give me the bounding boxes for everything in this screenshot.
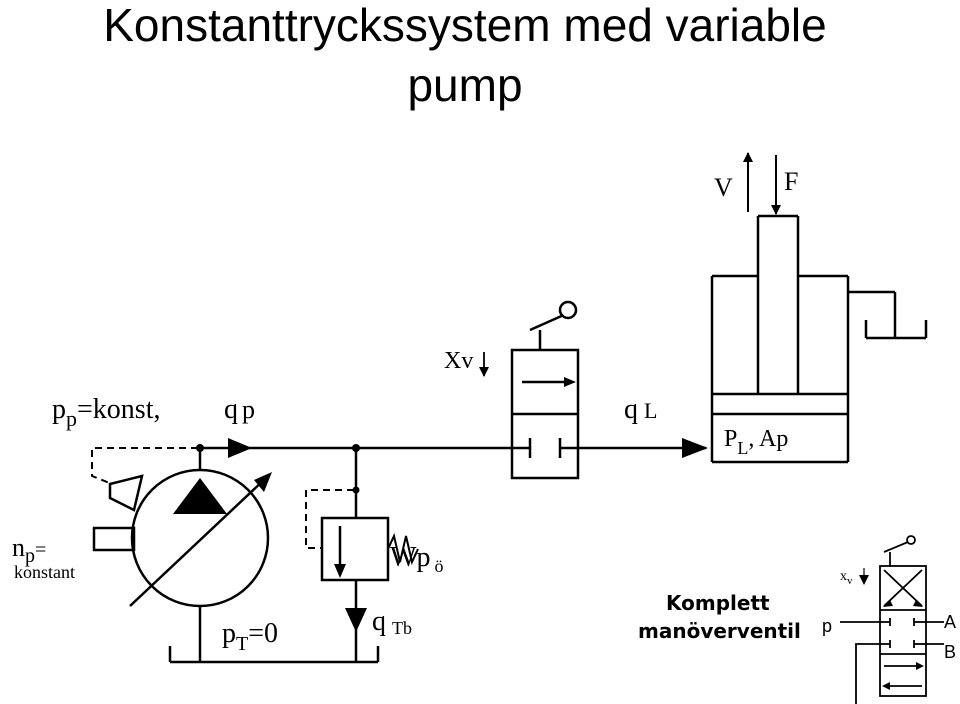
relief-valve-arrow-head (334, 564, 346, 578)
label-qtb-q: q (372, 606, 386, 637)
label-pl-sub: L (737, 438, 748, 458)
complete-valve-arrow-2 (882, 682, 890, 690)
complete-valve-arrow-3 (913, 600, 923, 607)
label-ql-sub: L (644, 398, 657, 423)
flow-arrow-ql (682, 438, 708, 458)
cylinder-vent-tank (864, 320, 928, 340)
label-xv-small-sub: v (847, 575, 853, 587)
label-pp-rest: =konst, (77, 394, 160, 425)
label-np-sub: p (25, 545, 35, 567)
label-komplett: Komplett (666, 591, 770, 615)
label-pt: pT=0 (222, 618, 278, 655)
flow-arrow-qp (228, 438, 252, 458)
label-port-a: A (944, 612, 956, 632)
tank (168, 646, 380, 664)
label-manoverventil: manöverventil (638, 619, 801, 643)
label-wp-w: W (390, 542, 417, 573)
label-xv: Xv (444, 348, 473, 374)
label-f: F (784, 167, 798, 196)
flow-arrow-qtb (345, 608, 367, 632)
complete-valve-arrow-1 (916, 662, 924, 670)
label-wp-sub: ö (434, 556, 443, 576)
variable-pump (92, 448, 270, 662)
label-port-p: p (822, 616, 832, 636)
label-v: V (714, 173, 733, 202)
label-np-eq: = (35, 539, 46, 561)
label-pl-ap: PL, Ap (724, 426, 788, 458)
label-pp-konst: pp=konst, (52, 394, 160, 431)
label-pl-rest: , Ap (748, 426, 788, 452)
junction-dot (352, 486, 360, 494)
slide-title-line2: pump (407, 59, 523, 111)
label-qp-sub: p (242, 395, 255, 424)
slide-title-line1: Konstanttryckssystem med variable (103, 0, 827, 51)
complete-valve-lever-knob (906, 535, 916, 545)
label-np-konstant: konstant (14, 562, 75, 582)
complete-directional-valve (840, 541, 944, 704)
label-np-n: n (12, 533, 25, 562)
hydraulic-cylinder (710, 214, 897, 464)
label-qp-q: q (224, 394, 238, 425)
label-qtb-sub: Tb (392, 618, 412, 638)
label-np: np= (12, 533, 46, 567)
directional-valve (510, 312, 580, 480)
label-pt-rest: =0 (248, 618, 278, 649)
label-xv-small-x: x (840, 569, 847, 584)
label-qtb: q Tb (372, 606, 412, 638)
label-pt-sub: T (236, 633, 248, 655)
valve-arrow-head (564, 377, 576, 387)
relief-valve (320, 448, 419, 662)
label-pt-p: p (222, 618, 236, 649)
relief-pilot-line (305, 489, 354, 549)
pump-direction-triangle (173, 478, 227, 514)
label-pp-p: p (52, 394, 66, 425)
pressure-compensator (91, 447, 198, 512)
pump-variable-arrow-head (254, 472, 272, 492)
valve-lever-knob (558, 300, 578, 320)
label-pp-sub: p (66, 406, 77, 431)
label-pl-p: P (724, 426, 737, 452)
label-xv-small: xv (840, 569, 853, 587)
complete-valve-arrow-4 (883, 600, 893, 607)
label-wp-p: p (416, 542, 430, 573)
label-port-b: B (944, 642, 956, 662)
label-ql-q: q (624, 394, 638, 425)
